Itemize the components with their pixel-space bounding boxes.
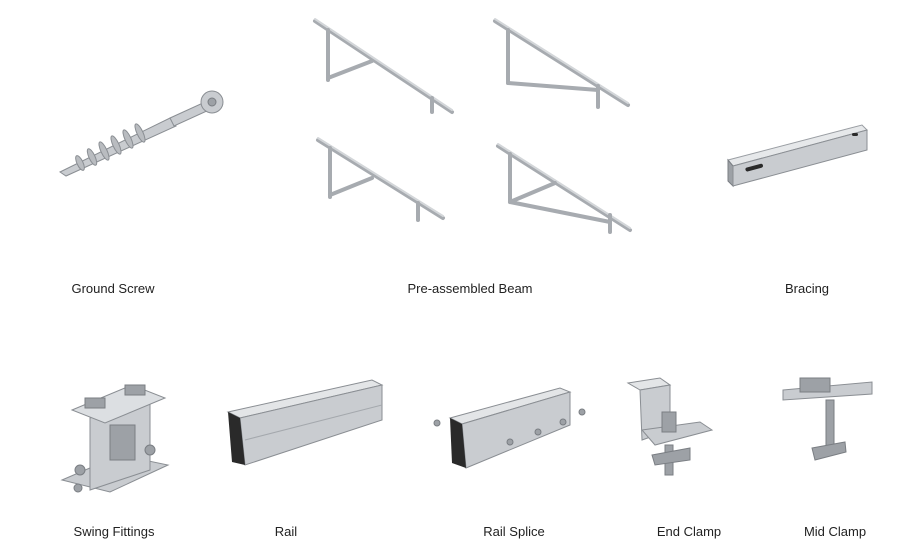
rail-image bbox=[226, 379, 384, 466]
mid-clamp-image bbox=[782, 377, 873, 461]
end-clamp-image bbox=[626, 377, 714, 476]
pre-assembled-beam-image bbox=[313, 18, 632, 234]
product-label-swing-fittings: Swing Fittings bbox=[73, 524, 155, 539]
product-label-ground-screw: Ground Screw bbox=[71, 281, 155, 296]
product-label-end-clamp: End Clamp bbox=[656, 524, 722, 539]
rail-splice-image bbox=[433, 387, 586, 469]
product-label-bracing: Bracing bbox=[784, 281, 830, 296]
swing-fittings-image bbox=[60, 384, 170, 493]
ground-screw-image bbox=[58, 90, 224, 177]
product-label-rail-splice: Rail Splice bbox=[483, 524, 545, 539]
bracing-image bbox=[727, 124, 868, 188]
product-label-pre-assembled-beam: Pre-assembled Beam bbox=[407, 281, 533, 296]
product-label-rail: Rail bbox=[274, 524, 298, 539]
product-label-mid-clamp: Mid Clamp bbox=[803, 524, 867, 539]
